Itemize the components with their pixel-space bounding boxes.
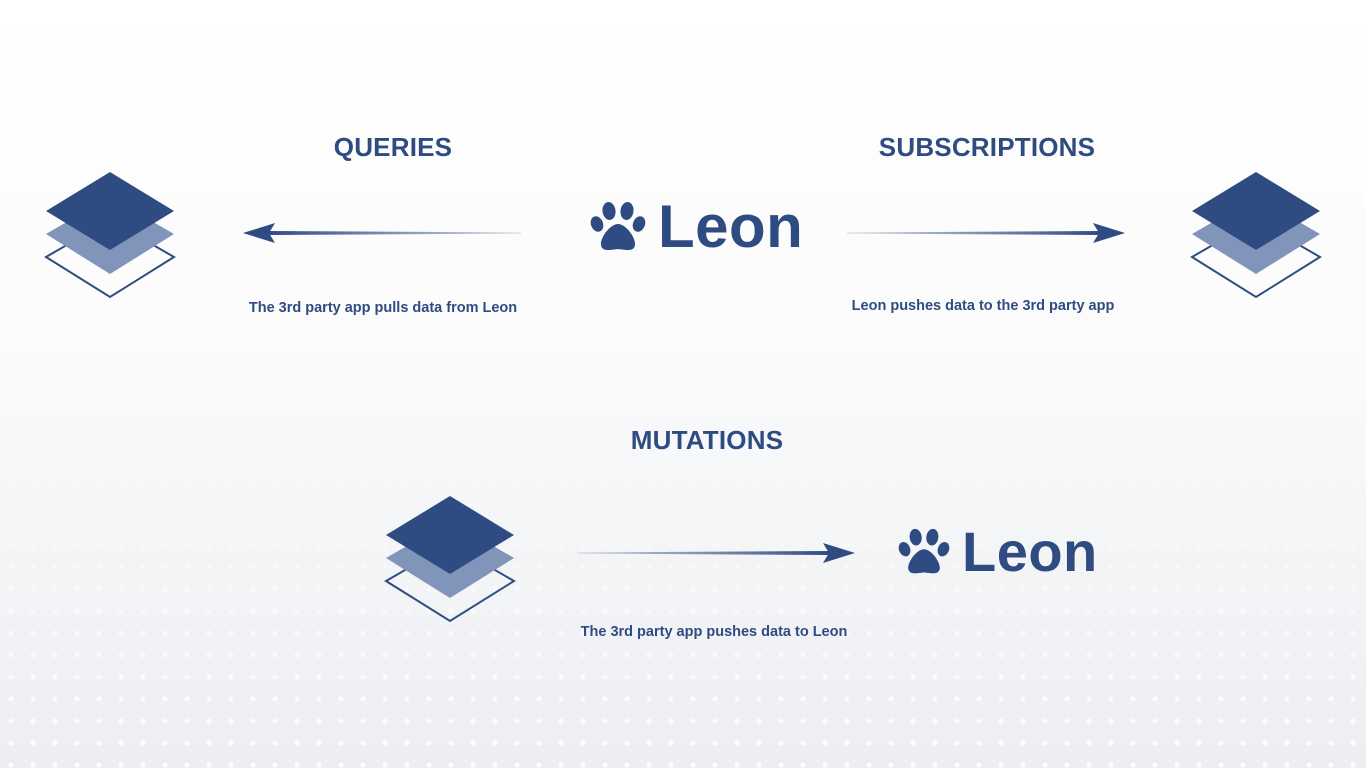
queries-heading: QUERIES	[333, 132, 453, 162]
leon-logo: Leon	[590, 197, 803, 257]
mutations-heading: MUTATIONS	[630, 425, 784, 455]
queries-caption: The 3rd party app pulls data from Leon	[248, 300, 518, 316]
subscriptions-heading: SUBSCRIPTIONS	[878, 132, 1096, 162]
mutations-caption: The 3rd party app pushes data to Leon	[580, 624, 848, 640]
mutations-arrow-right-icon	[577, 543, 855, 563]
brand-name: Leon	[962, 520, 1098, 583]
leon-logo: Leon	[898, 524, 1098, 580]
brand-name: Leon	[658, 193, 804, 260]
subscriptions-arrow-right-icon	[847, 223, 1125, 243]
paw-icon	[590, 202, 646, 251]
subscriptions-layers-icon	[1190, 172, 1322, 299]
mutations-layers-icon	[384, 496, 516, 623]
subscriptions-caption: Leon pushes data to the 3rd party app	[851, 298, 1115, 314]
queries-arrow-left-icon	[243, 223, 521, 243]
paw-icon	[898, 528, 950, 574]
queries-layers-icon	[44, 172, 176, 299]
